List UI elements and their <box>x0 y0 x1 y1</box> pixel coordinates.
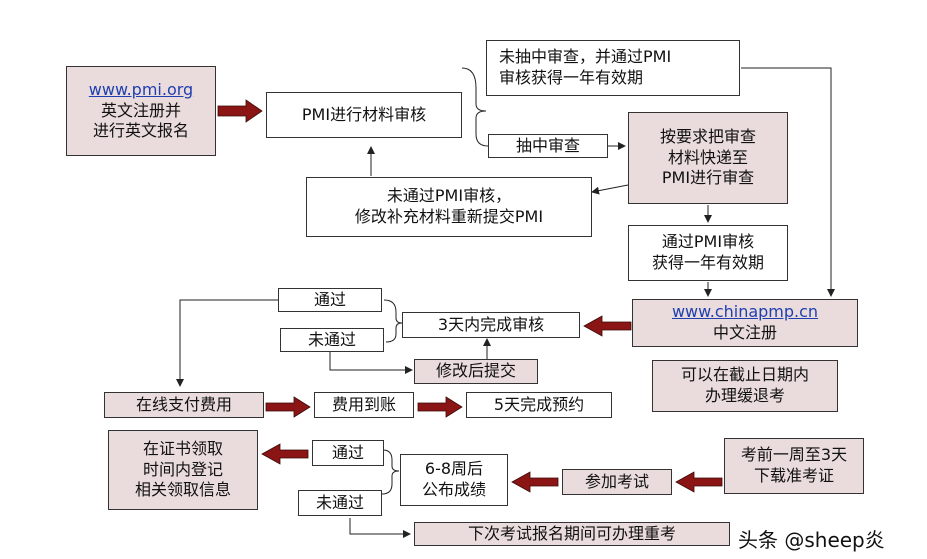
node-exam-pass: 通过 <box>312 440 384 466</box>
arrow-fail-to-modify <box>329 352 413 374</box>
watermark: 头条 @sheep炎 <box>738 528 885 552</box>
brace-review <box>461 67 489 147</box>
take-exam-text: 参加考试 <box>584 471 649 491</box>
node-download-ticket: 考前一周至3天 下载准考证 <box>724 438 864 494</box>
node-pmi-review: PMI进行材料审核 <box>266 92 462 138</box>
node-pmi-register: www.pmi.org 英文注册并 进行英文报名 <box>66 66 216 156</box>
review-fail-text: 未通过 <box>307 329 356 349</box>
node-not-audited: 未抽中审查，并通过PMI 审核获得一年有效期 <box>486 40 740 96</box>
cert-line2: 时间内登记 <box>142 459 223 479</box>
red-arrow-register-to-review <box>217 99 263 123</box>
red-arrow-pass-to-cert <box>261 443 309 465</box>
arrow-send-to-fail <box>591 184 629 195</box>
failed-line2: 修改补充材料重新提交PMI <box>354 207 544 226</box>
pmi-review-text: PMI进行材料审核 <box>301 104 427 124</box>
chinapmp-line2: 中文注册 <box>712 323 777 342</box>
node-pay-online: 在线支付费用 <box>104 392 264 418</box>
node-review-pass: 通过 <box>278 288 382 312</box>
passed-line2: 获得一年有效期 <box>651 253 764 272</box>
arrow-noaudit-to-china <box>741 67 835 297</box>
review-3days-text: 3天内完成审核 <box>437 314 545 334</box>
cert-line1: 在证书领取 <box>142 438 223 458</box>
brace-results <box>381 449 400 495</box>
modify-text: 修改后提交 <box>435 361 516 381</box>
brace-3days <box>383 299 403 343</box>
pmi-link[interactable]: www.pmi.org <box>88 79 194 99</box>
arrow-exam-fail-to-retake <box>349 518 411 538</box>
failed-line1: 未通过PMI审核， <box>386 186 512 206</box>
exam-pass-text: 通过 <box>331 442 364 462</box>
not-audited-line2: 审核获得一年有效期 <box>499 68 644 87</box>
cert-line3: 相关领取信息 <box>134 480 231 500</box>
send-line3: PMI进行审查 <box>661 168 755 188</box>
withdraw-line1: 可以在截止日期内 <box>680 365 809 385</box>
node-take-exam: 参加考试 <box>562 469 672 495</box>
not-audited-line1: 未抽中审查，并通过PMI <box>499 47 672 67</box>
red-arrow-received-to-booking <box>417 396 463 418</box>
ticket-line1: 考前一周至3天 <box>740 445 848 465</box>
node-modify-resubmit: 修改后提交 <box>414 359 538 384</box>
payment-received-text: 费用到账 <box>331 394 396 414</box>
retake-text: 下次考试报名期间可办理重考 <box>467 523 676 543</box>
booking-text: 5天完成预约 <box>493 394 585 414</box>
pay-online-text: 在线支付费用 <box>135 394 232 414</box>
node-review-3days: 3天内完成审核 <box>402 312 580 338</box>
red-arrow-ticket-to-exam <box>675 471 723 493</box>
node-passed-valid: 通过PMI审核 获得一年有效期 <box>628 225 788 281</box>
passed-line1: 通过PMI审核 <box>661 232 755 252</box>
node-exam-fail: 未通过 <box>298 490 382 516</box>
node-send-materials: 按要求把审查 材料快递至 PMI进行审查 <box>628 112 788 204</box>
red-arrow-china-to-3days <box>583 315 632 337</box>
node-failed-resubmit: 未通过PMI审核， 修改补充材料重新提交PMI <box>306 177 592 237</box>
pmi-register-line1: 英文注册并 <box>100 100 181 120</box>
audited-text: 抽中审查 <box>515 135 580 155</box>
node-results: 6-8周后 公布成绩 <box>400 454 508 506</box>
arrow-pass-to-pay <box>176 299 278 387</box>
exam-fail-text: 未通过 <box>315 492 364 512</box>
node-withdraw-note: 可以在截止日期内 办理缓退考 <box>652 360 838 412</box>
node-audited: 抽中审查 <box>488 134 608 158</box>
results-line1: 6-8周后 <box>424 459 484 479</box>
red-arrow-exam-to-results <box>511 471 559 493</box>
node-register-cert: 在证书领取 时间内登记 相关领取信息 <box>108 430 258 510</box>
red-arrow-pay-to-received <box>265 396 311 418</box>
review-pass-text: 通过 <box>313 289 346 309</box>
node-review-fail: 未通过 <box>280 328 384 352</box>
results-line2: 公布成绩 <box>421 480 486 499</box>
send-line2: 材料快递至 <box>667 147 748 167</box>
node-retake: 下次考试报名期间可办理重考 <box>414 522 730 546</box>
withdraw-line2: 办理缓退考 <box>704 386 785 405</box>
chinapmp-link[interactable]: www.chinapmp.cn <box>671 302 819 322</box>
node-booking-5days: 5天完成预约 <box>466 392 612 418</box>
ticket-line2: 下载准考证 <box>753 466 834 485</box>
node-payment-received: 费用到账 <box>314 392 414 418</box>
node-chinapmp-register: www.chinapmp.cn 中文注册 <box>632 299 858 347</box>
send-line1: 按要求把审查 <box>659 126 756 146</box>
pmi-register-line2: 进行英文报名 <box>92 121 189 141</box>
